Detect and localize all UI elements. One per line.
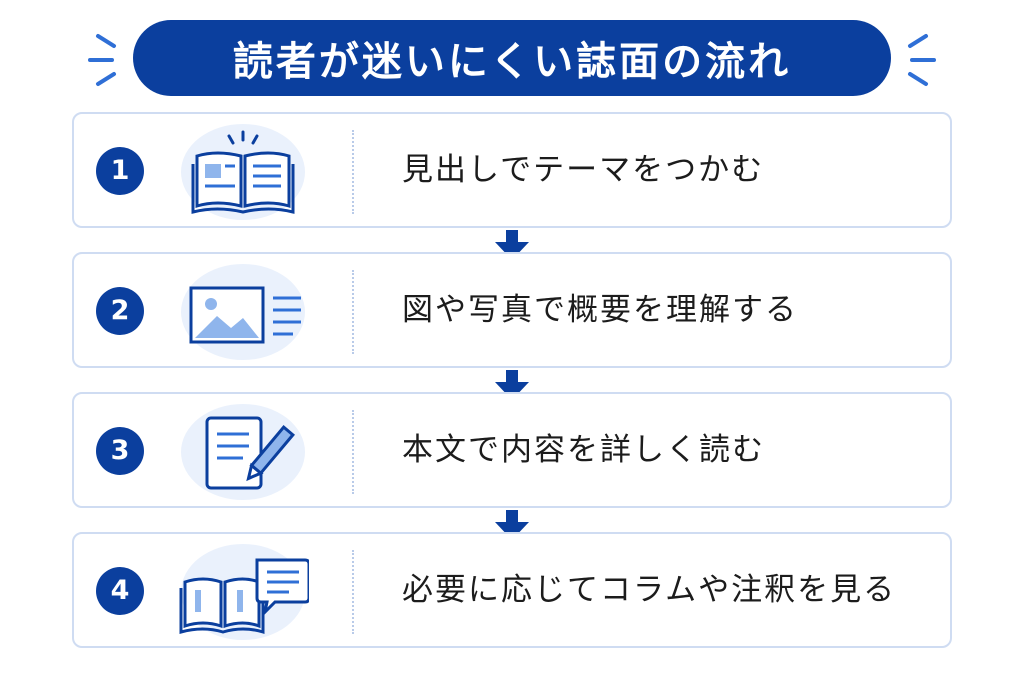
page-title: 読者が迷いにくい誌面の流れ: [232, 39, 792, 85]
spark-right-icon: [908, 34, 936, 86]
divider: [352, 130, 354, 214]
open-book-icon: [181, 124, 305, 220]
title-pill: 読者が迷いにくい誌面の流れ: [133, 20, 891, 96]
book-speech-bubble-icon: [179, 544, 309, 640]
step-number: 1: [96, 147, 144, 195]
arrow-down-icon: [495, 230, 529, 260]
document-pencil-icon: [181, 404, 305, 500]
divider: [352, 550, 354, 634]
step-label: 見出しでテーマをつかむ: [402, 152, 765, 188]
step-4: 4 必要に応じてコラムや注釈を見る: [72, 532, 952, 648]
arrow-down-icon: [495, 510, 529, 540]
step-1: 1 見出しでテーマをつかむ: [72, 112, 952, 228]
step-number: 4: [96, 567, 144, 615]
title-area: 読者が迷いにくい誌面の流れ: [0, 20, 1024, 96]
spark-left-icon: [88, 34, 116, 86]
divider: [352, 270, 354, 354]
step-number: 2: [96, 287, 144, 335]
step-label: 図や写真で概要を理解する: [402, 292, 798, 328]
arrow-down-icon: [495, 370, 529, 400]
step-label: 本文で内容を詳しく読む: [402, 432, 765, 468]
step-3: 3 本文で内容を詳しく読む: [72, 392, 952, 508]
image-with-lines-icon: [181, 264, 305, 360]
step-number: 3: [96, 427, 144, 475]
step-label: 必要に応じてコラムや注釈を見る: [402, 572, 897, 608]
step-2: 2 図や写真で概要を理解する: [72, 252, 952, 368]
divider: [352, 410, 354, 494]
